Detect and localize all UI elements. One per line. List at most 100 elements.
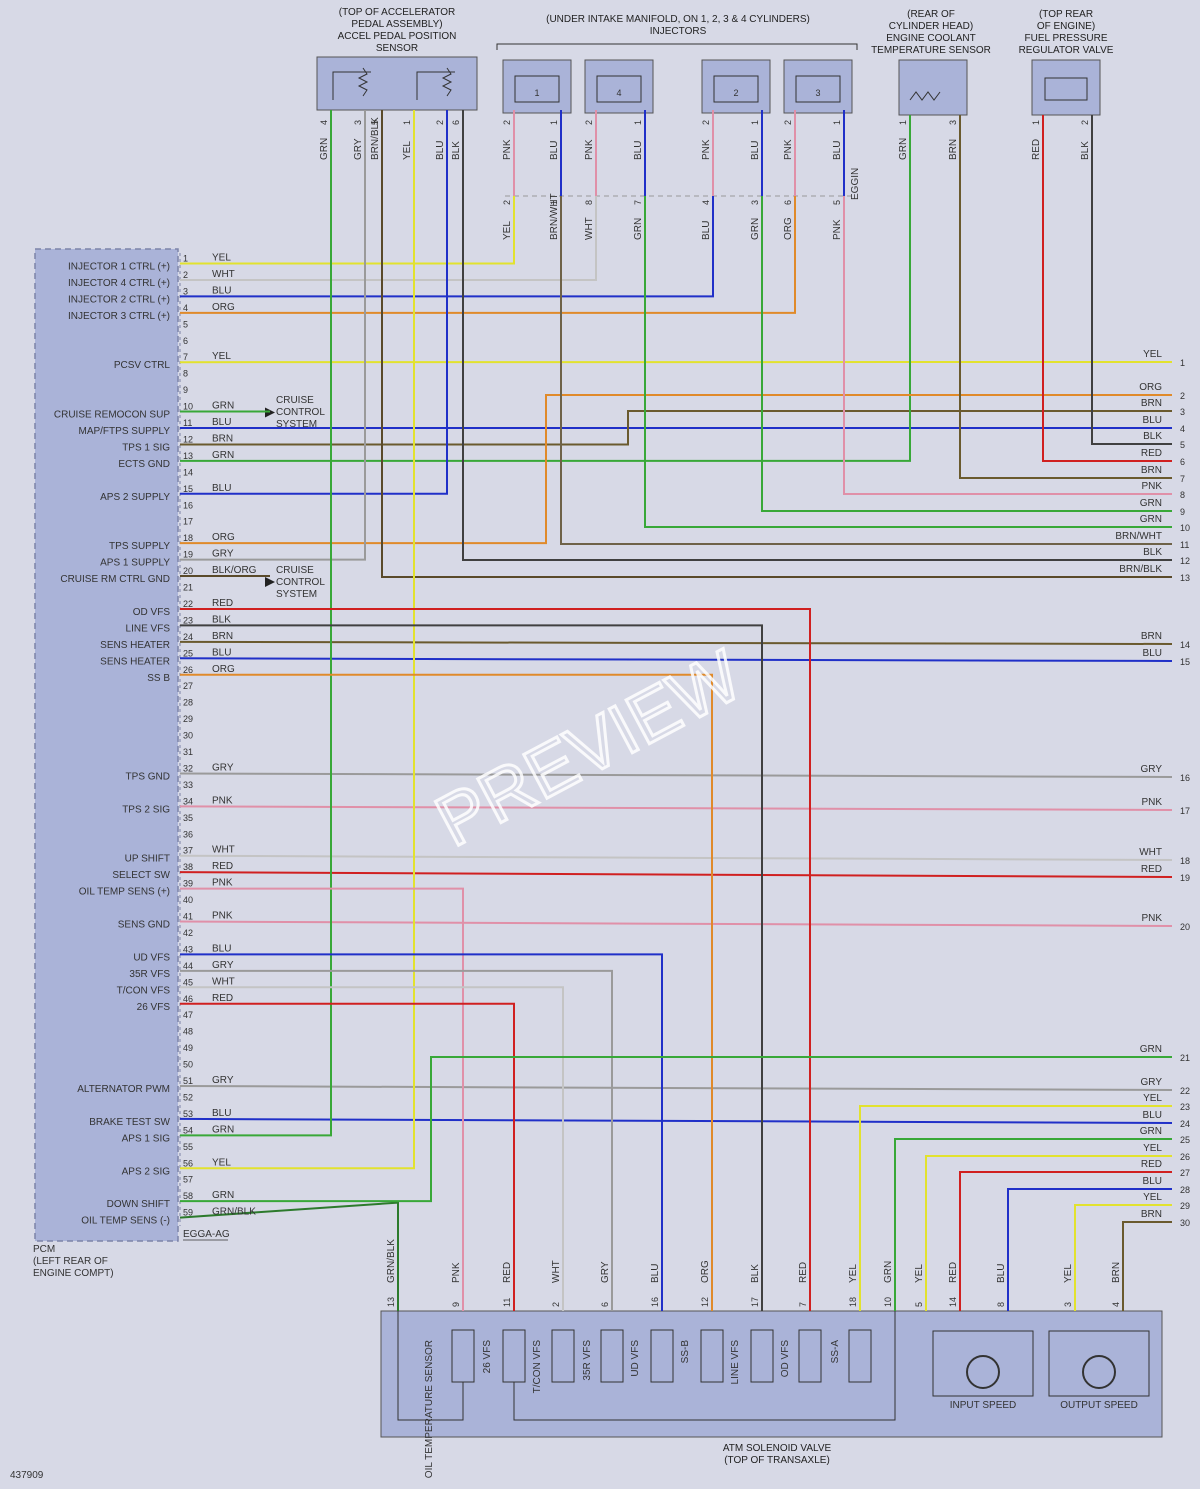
wire-color-label: BRN	[948, 139, 959, 160]
injector-number: 2	[733, 88, 738, 98]
pcm-function-label: SENS HEATER	[100, 656, 170, 667]
pcm-pin-number: 36	[183, 829, 193, 839]
pin-number: 5	[832, 200, 842, 205]
wire-color-label: BLU	[701, 221, 712, 240]
injector-3-box	[783, 59, 853, 114]
pin-number: 1	[402, 120, 412, 125]
pcm-pin-number: 16	[183, 500, 193, 510]
right-wire-number: 27	[1180, 1168, 1190, 1178]
atm-pin-number: 18	[848, 1297, 858, 1307]
injector-number: 3	[815, 88, 820, 98]
wire-color-label: YEL	[212, 351, 231, 362]
pcm-pin-number: 44	[183, 961, 193, 971]
fprv-title: FUEL PRESSURE	[1025, 33, 1108, 44]
right-wire-number: 9	[1180, 507, 1185, 517]
ects-title: (REAR OF	[907, 9, 955, 20]
atm-pin-number: 13	[386, 1297, 396, 1307]
pcm-function-label: CRUISE RM CTRL GND	[60, 574, 170, 585]
ects-title: ENGINE COOLANT	[886, 33, 975, 44]
right-wire-color: BLK	[1143, 547, 1162, 558]
wire	[180, 1056, 1172, 1203]
coil-symbol	[514, 75, 560, 103]
pcm-pin-number: 40	[183, 895, 193, 905]
wire-color-label: YEL	[212, 253, 231, 264]
pcm-function-label: INJECTOR 4 CTRL (+)	[68, 278, 170, 289]
solenoid-label: 26 VFS	[482, 1340, 493, 1374]
atm-wire-color: GRY	[600, 1261, 611, 1283]
wire-color-label: BLU	[832, 141, 843, 160]
wire	[180, 607, 811, 1311]
pcm-pin-number: 27	[183, 681, 193, 691]
wire	[180, 673, 713, 1311]
pcm-pin-number: 23	[183, 615, 193, 625]
wire	[180, 110, 415, 1170]
pcm-pin-number: 53	[183, 1109, 193, 1119]
figure-id: 437909	[10, 1470, 44, 1481]
right-wire-color: BRN	[1141, 1209, 1162, 1220]
wire-color-label: BLK	[1080, 141, 1091, 160]
wire-color-label: GRY	[212, 549, 234, 560]
pcm-pin-number: 14	[183, 467, 193, 477]
right-wire-color: PNK	[1141, 797, 1162, 808]
wire	[761, 196, 1172, 512]
right-wire-color: YEL	[1143, 1143, 1162, 1154]
wire	[180, 110, 448, 495]
pcm-function-label: SENS GND	[118, 920, 170, 931]
pcm-to-right-wire	[179, 871, 1173, 878]
atm-wire-color: RED	[948, 1262, 959, 1283]
coil-symbol	[713, 75, 759, 103]
pin-number: 4	[701, 200, 711, 205]
wire-color-label: YEL	[212, 1157, 231, 1168]
right-wire-color: BLK	[1143, 431, 1162, 442]
wire-color-label: WHT	[212, 845, 235, 856]
wire	[180, 110, 332, 1137]
pcm-function-label: APS 1 SUPPLY	[100, 558, 170, 569]
solenoid-icon	[700, 1329, 724, 1383]
wire-color-label: BLU	[750, 141, 761, 160]
atm-pin-number: 8	[996, 1302, 1006, 1307]
right-wire-color: BRN	[1141, 465, 1162, 476]
injector-number: 4	[616, 88, 621, 98]
wire-color-label: BLU	[633, 141, 644, 160]
pcm-pin-number: 1	[183, 254, 188, 264]
pin-number: 1	[549, 200, 559, 205]
pcm-pin-number: 21	[183, 583, 193, 593]
wire-color-label: GRN	[212, 1190, 234, 1201]
pcm-function-label: LINE VFS	[126, 623, 171, 634]
pcm-function-label: TPS SUPPLY	[109, 541, 170, 552]
atm-wire-color: YEL	[914, 1264, 925, 1283]
wire-color-label: YEL	[502, 221, 513, 240]
speed-sensor-label: INPUT SPEED	[950, 1400, 1017, 1411]
wire	[180, 410, 1172, 446]
atm-wire-color: WHT	[551, 1260, 562, 1283]
wire	[644, 196, 1172, 528]
right-wire-number: 14	[1180, 640, 1190, 650]
pin-number: 3	[353, 120, 363, 125]
pcm-pin-number: 5	[183, 319, 188, 329]
pcm-function-label: DOWN SHIFT	[107, 1199, 170, 1210]
atm-wire-color: BLU	[650, 1264, 661, 1283]
pin-number: 6	[451, 120, 461, 125]
wire-color-label: BLU	[435, 141, 446, 160]
pcm-pin-number: 54	[183, 1125, 193, 1135]
right-wire-number: 10	[1180, 523, 1190, 533]
wire	[1122, 1221, 1172, 1311]
wire	[180, 969, 613, 1311]
wire	[180, 624, 763, 1311]
right-wire-number: 17	[1180, 806, 1190, 816]
wire-color-label: BLU	[549, 141, 560, 160]
pcm-pin-number: 15	[183, 484, 193, 494]
wire	[180, 986, 564, 1311]
speed-sensor-box	[1048, 1330, 1150, 1397]
right-wire-number: 8	[1180, 490, 1185, 500]
atm-wire-color: BRN	[1111, 1262, 1122, 1283]
pin-number: 1	[832, 120, 842, 125]
injector-2-box	[701, 59, 771, 114]
pin-number: 2	[502, 120, 512, 125]
pcm-function-label: APS 2 SIG	[122, 1166, 171, 1177]
pcm-pin-number: 43	[183, 944, 193, 954]
pcm-function-label: CRUISE REMOCON SUP	[54, 410, 170, 421]
right-wire-number: 1	[1180, 358, 1185, 368]
pcm-to-right-wire	[179, 640, 1173, 645]
pcm-function-label: SS B	[147, 673, 170, 684]
